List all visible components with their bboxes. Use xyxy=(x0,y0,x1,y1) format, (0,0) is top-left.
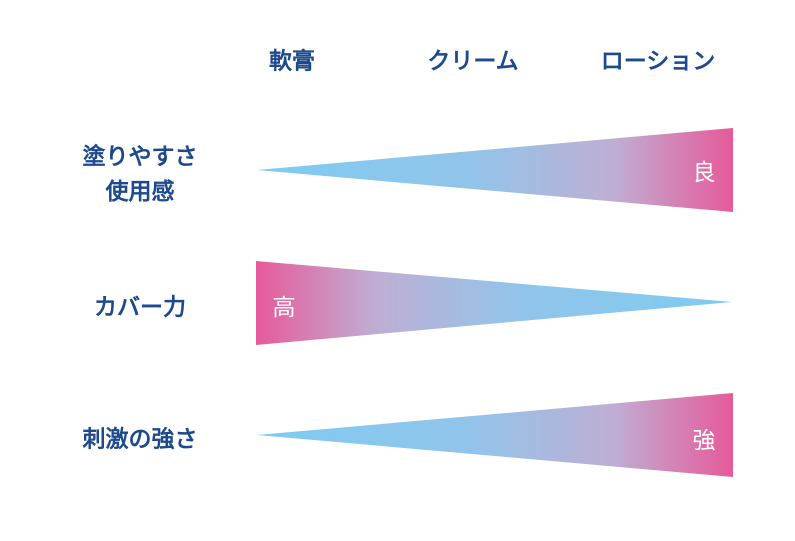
row-label-irritation: 刺激の強さ xyxy=(82,426,198,453)
row-label-usability: 塗りやすさ使用感 xyxy=(82,144,198,205)
wedge-irritation xyxy=(257,393,733,477)
column-cream: クリーム xyxy=(427,48,519,75)
column-ointment: 軟膏 xyxy=(269,48,315,75)
wedge-usability xyxy=(257,128,733,212)
marker-strong: 強 xyxy=(692,428,716,454)
marker-high: 高 xyxy=(272,295,296,321)
row-label-coverage: カバー力 xyxy=(94,294,186,321)
wedge-coverage xyxy=(256,261,732,345)
marker-good: 良 xyxy=(692,160,716,186)
column-lotion: ローション xyxy=(600,48,716,75)
